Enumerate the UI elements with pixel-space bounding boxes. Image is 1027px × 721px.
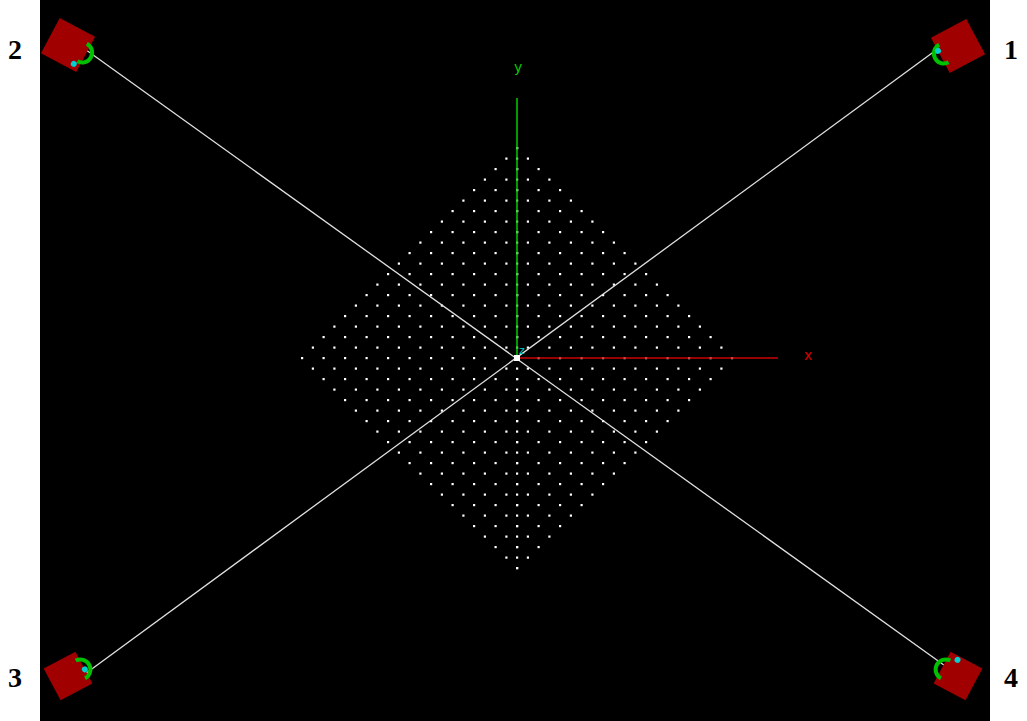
sight-line — [85, 45, 943, 674]
background — [40, 0, 990, 721]
axis-label: y — [514, 60, 522, 74]
axis-label: z — [519, 345, 525, 356]
axis-label: x — [804, 348, 812, 362]
callout-number: 2 — [8, 36, 22, 64]
camera — [926, 19, 985, 76]
x-axis — [517, 357, 778, 359]
camera — [928, 649, 982, 701]
sight-line — [82, 47, 948, 668]
y-axis — [516, 98, 518, 358]
camera — [44, 649, 98, 701]
camera — [41, 18, 100, 75]
callout-number: 3 — [8, 664, 22, 692]
callout-number: 1 — [1004, 36, 1018, 64]
callout-number: 4 — [1004, 664, 1018, 692]
